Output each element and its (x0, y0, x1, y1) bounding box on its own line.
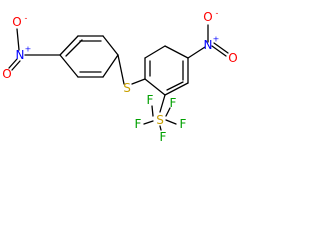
bond-sf5-f-left (143, 120, 154, 125)
atom-sf5-s: S (156, 113, 164, 127)
structure-diagram: O - N + O S O - N + O S F F F F F (2, 9, 237, 145)
bond-right-n-o-right-1 (211, 45, 227, 57)
atom-thioether-s: S (123, 81, 131, 95)
bond-left-ring-inner-3 (65, 39, 83, 57)
atom-sf5-f-right: F (180, 117, 187, 131)
bond-right-ring-3 (164, 45, 189, 59)
bond-ring-sf5 (159, 94, 166, 113)
atom-right-o-right: O (228, 51, 237, 65)
bond-ring-s-right (131, 78, 146, 85)
atom-sf5-f-top-right: F (170, 96, 177, 110)
atom-sf5-f-bottom: F (160, 130, 167, 144)
bond-right-ring-2 (144, 45, 166, 59)
bond-right-ring-inner-3 (166, 81, 184, 91)
atom-left-o-bottom: O (2, 67, 11, 81)
bond-sf5-f-topleft (151, 105, 154, 117)
bond-left-ring-1 (59, 35, 79, 56)
charge-left-n-plus: + (25, 45, 32, 54)
atom-sf5-f-left: F (135, 117, 142, 131)
bond-left-n-o-top (16, 28, 20, 51)
bond-left-ring-6 (59, 54, 79, 78)
atom-sf5-f-top-left: F (147, 93, 154, 107)
bond-ring-s-left (117, 54, 125, 85)
atom-left-o-top: O (12, 15, 21, 29)
charge-right-n-plus: + (213, 35, 220, 44)
bond-sf5-f-topright (165, 107, 171, 117)
bond-right-n-o-right-2 (213, 42, 229, 54)
bond-left-n-o-bottom-2 (11, 60, 21, 71)
bond-left-ring-4 (102, 54, 119, 78)
bond-sf5-f-bottom (159, 125, 162, 131)
bond-right-ring-5 (164, 82, 189, 96)
molecule-canvas: O - N + O S O - N + O S F F F F F (2, 9, 237, 145)
bond-sf5-f-right (165, 119, 177, 125)
atom-right-o-top: O (203, 10, 212, 24)
bond-right-n-ring (187, 46, 206, 59)
charge-right-o-minus: - (216, 9, 219, 18)
charge-left-o-minus: - (25, 14, 28, 23)
atom-left-n: N (16, 48, 25, 62)
bond-right-ring-6 (144, 78, 166, 96)
bond-left-ring-3 (102, 35, 119, 56)
atom-right-n: N (204, 38, 213, 52)
bond-left-n-o-bottom-1 (8, 58, 18, 69)
